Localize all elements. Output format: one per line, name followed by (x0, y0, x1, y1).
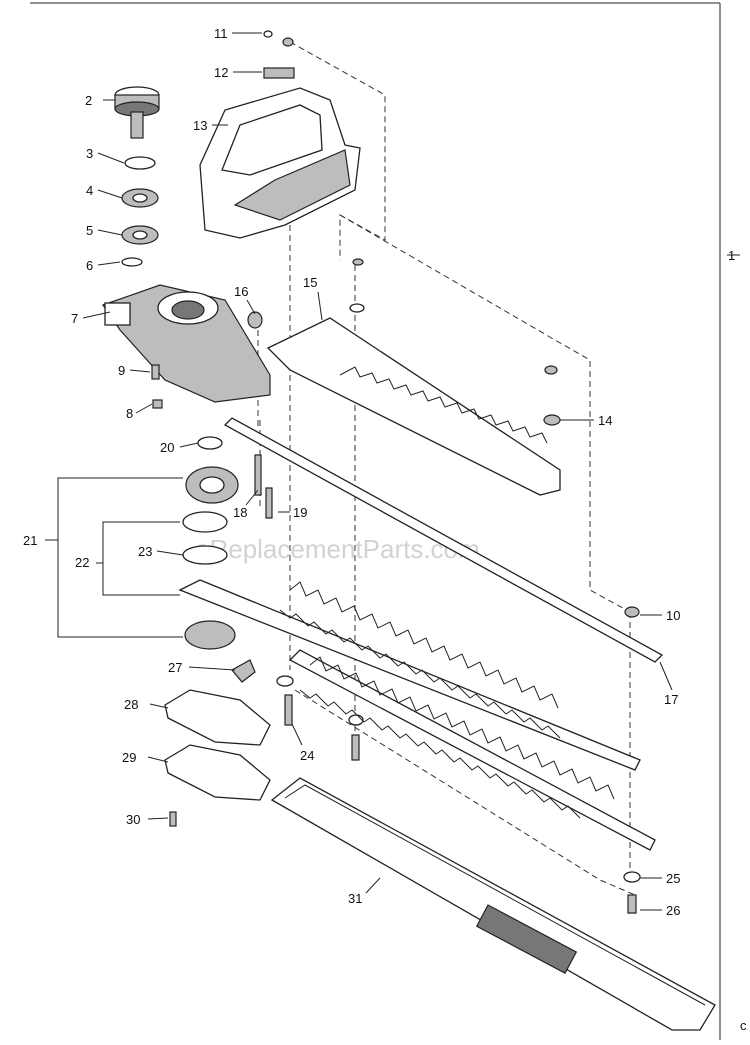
bolt-30 (169, 811, 177, 827)
bolt-parts (254, 454, 273, 519)
part-label-25: 25 (666, 871, 680, 886)
gear-case-part (102, 284, 271, 403)
part-label-6: 6 (86, 258, 93, 273)
bolt-26 (627, 894, 637, 914)
nut-part (263, 30, 273, 38)
part-label-12: 12 (214, 65, 228, 80)
bolt-24 (284, 694, 293, 726)
part-label-24: 24 (300, 748, 314, 763)
plate-part (263, 67, 295, 79)
nut-part-2 (282, 37, 294, 47)
part-label-3: 3 (86, 146, 93, 161)
part-label-15: 15 (303, 275, 317, 290)
part-label-20: 20 (160, 440, 174, 455)
flat-bar-part (223, 417, 664, 663)
gasket-part (164, 689, 271, 746)
lower-blade-part (288, 649, 656, 851)
part-label-2: 2 (85, 93, 92, 108)
part-label-4: 4 (86, 183, 93, 198)
blade-guide-part (266, 317, 561, 496)
part-label-10: 10 (666, 608, 680, 623)
part-label-16: 16 (234, 284, 248, 299)
bearing-lower (121, 225, 159, 245)
lower-gear-part (184, 620, 236, 650)
handle-part (199, 87, 361, 239)
spacer-part (182, 545, 228, 565)
leader-lines (45, 32, 740, 911)
part-label-5: 5 (86, 223, 93, 238)
part-label-7: 7 (71, 311, 78, 326)
part-label-28: 28 (124, 697, 138, 712)
part-label-19: 19 (293, 505, 307, 520)
part-label-13: 13 (193, 118, 207, 133)
bolt-lower (351, 734, 360, 761)
bracket-part (231, 659, 256, 683)
part-label-17: 17 (664, 692, 678, 707)
washer-parts (197, 258, 641, 883)
part-label-26: 26 (666, 903, 680, 918)
part-label-14: 14 (598, 413, 612, 428)
part-labels: 1 c 2 3 4 5 6 7 8 9 10 11 12 13 14 15 16… (23, 26, 747, 1033)
part-label-9: 9 (118, 363, 125, 378)
ring-part (124, 156, 156, 170)
crank-plate-part (182, 511, 228, 533)
clip-part (121, 257, 143, 267)
part-label-22: 22 (75, 555, 89, 570)
part-label-29: 29 (122, 750, 136, 765)
part-label-18: 18 (233, 505, 247, 520)
frame-border (30, 2, 721, 1040)
part-label-21: 21 (23, 533, 37, 548)
part-label-23: 23 (138, 544, 152, 559)
gear-part (185, 466, 239, 504)
upper-blade-part (178, 579, 641, 771)
part-label-27: 27 (168, 660, 182, 675)
part-label-11: 11 (214, 26, 228, 41)
scabbard-part (270, 777, 716, 1031)
cover-plate-part (164, 744, 271, 801)
knob-part (114, 86, 160, 139)
screw-part (151, 364, 163, 409)
part-label-30: 30 (126, 812, 140, 827)
bearing-upper (121, 188, 159, 208)
part-label-8: 8 (126, 406, 133, 421)
assembly-label: 1 (728, 248, 735, 263)
corner-mark: c (740, 1018, 747, 1033)
part-label-31: 31 (348, 891, 362, 906)
